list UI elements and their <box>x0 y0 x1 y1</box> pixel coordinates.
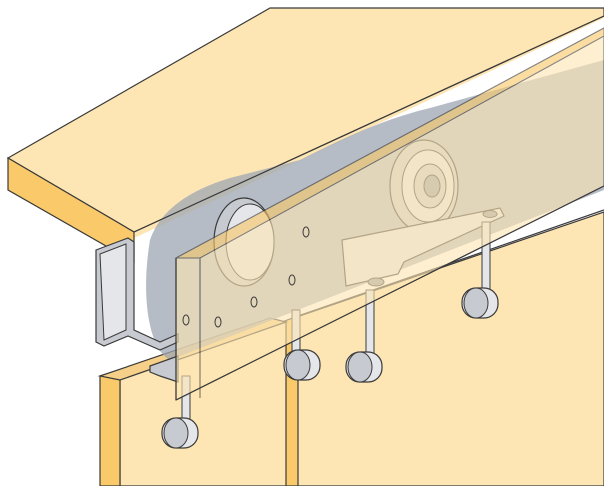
aluminium-track <box>95 237 179 383</box>
hanger-bolt-4 <box>461 221 499 319</box>
hanger-bolt-3 <box>345 289 383 383</box>
ceiling-board <box>6 7 604 264</box>
front-board-edges <box>133 15 604 401</box>
track-holes <box>182 226 310 328</box>
hanger-bolt-1 <box>161 375 199 449</box>
